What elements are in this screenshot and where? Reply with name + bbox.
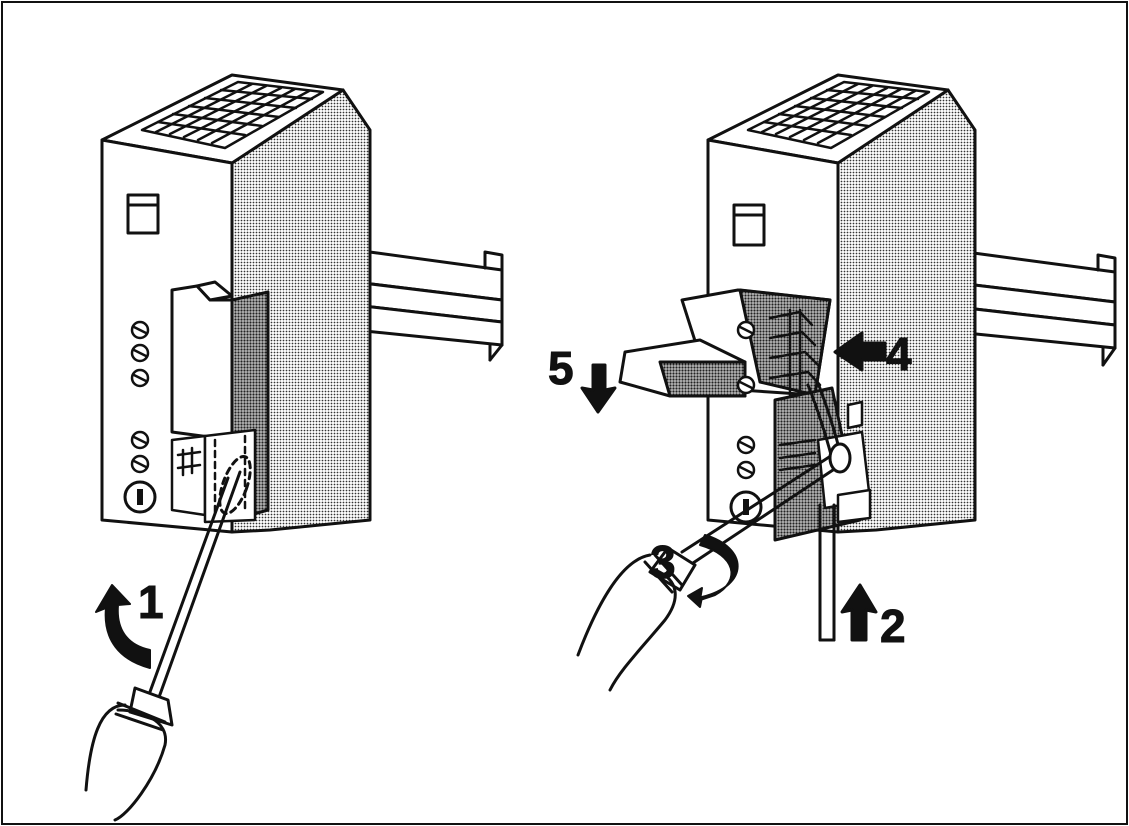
- screw-terminal-icon: [736, 435, 756, 455]
- screw-terminal-icon: [130, 343, 150, 363]
- arrow-icon: [95, 584, 151, 669]
- screw-terminal-icon: [130, 368, 150, 388]
- screw-terminal-icon: [736, 375, 756, 395]
- left-illustration: [84, 73, 504, 822]
- screw-terminal-icon: [130, 430, 150, 450]
- step-5-label: 5: [548, 342, 574, 394]
- screwdriver-left: [84, 455, 252, 822]
- right-illustration: [576, 73, 1117, 692]
- terminal-pins-right: [768, 308, 822, 397]
- connector-block-left: [170, 428, 257, 524]
- screw-terminal-icon: [736, 320, 756, 340]
- arrow-icon: [833, 331, 887, 372]
- screwdriver-right: [576, 442, 852, 692]
- screw-terminal-icon: [130, 454, 150, 474]
- rotate-arrow-icon: [687, 534, 739, 608]
- screw-terminals-right: [736, 320, 756, 480]
- wire-right: [806, 381, 846, 642]
- screw-terminals-left: [130, 320, 150, 474]
- step-1-label: 1: [138, 576, 164, 628]
- screw-terminal-icon: [130, 320, 150, 340]
- arrow-icon: [580, 363, 617, 414]
- screw-terminal-icon: [736, 460, 756, 480]
- removed-cover: [618, 288, 832, 398]
- fuse-holder-icon: [123, 480, 157, 514]
- arrow-icon: [840, 583, 878, 642]
- step-3-label: 3: [650, 536, 676, 588]
- indicator-window-right: [732, 203, 766, 247]
- vent-grid-left: [140, 80, 325, 150]
- vent-grid-right: [746, 80, 931, 150]
- step-2-label: 2: [880, 600, 906, 652]
- indicator-window-left: [126, 193, 160, 235]
- step-4-label: 4: [886, 328, 912, 380]
